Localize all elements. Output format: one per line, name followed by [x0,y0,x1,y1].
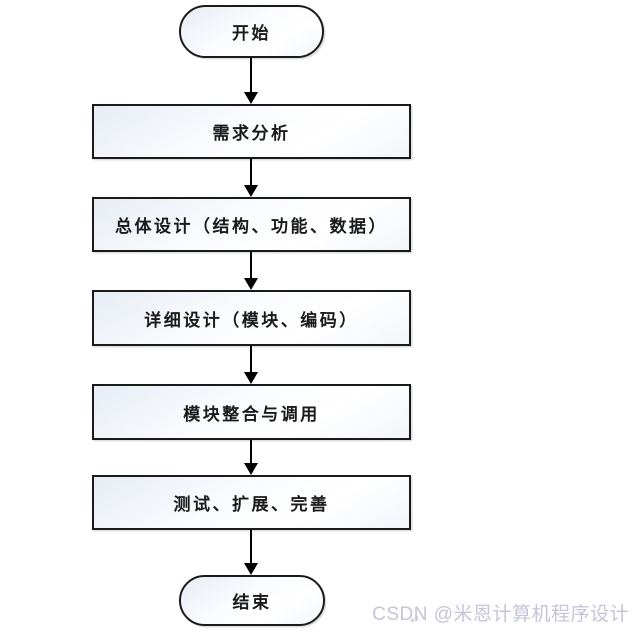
flowchart-node-end: 结束 [179,575,325,626]
node-label-module-integration: 模块整合与调用 [183,404,320,424]
arrow-head-icon [244,278,258,290]
flowchart-node-start: 开始 [179,5,324,58]
flowchart-node-detailed-design: 详细设计（模块、编码） [92,290,411,346]
flow-arrow-testing-to-end [244,530,258,575]
arrow-shaft [250,252,252,280]
arrow-shaft [250,58,252,94]
node-label-end: 结束 [232,593,272,612]
arrow-shaft [250,159,252,187]
node-label-overall-design: 总体设计（结构、功能、数据） [115,217,388,236]
arrow-shaft [250,440,252,465]
arrow-head-icon [244,463,258,475]
arrow-head-icon [244,563,258,575]
arrow-shaft [250,530,252,565]
flow-arrow-start-to-requirements [244,58,258,104]
flow-arrow-requirements-to-overall-design [244,159,258,197]
flowchart-node-testing: 测试、扩展、完善 [92,475,411,530]
flowchart-node-overall-design: 总体设计（结构、功能、数据） [92,197,411,252]
node-label-detailed-design: 详细设计（模块、编码） [144,310,359,330]
flowchart-node-requirements: 需求分析 [92,104,411,159]
node-label-requirements: 需求分析 [212,124,291,143]
arrow-shaft [250,346,252,374]
arrow-head-icon [244,372,258,384]
flow-arrow-module-integration-to-testing [244,440,258,475]
arrow-head-icon [244,92,258,104]
node-label-start: 开始 [232,24,271,43]
node-label-testing: 测试、扩展、完善 [173,495,330,514]
arrow-head-icon [244,185,258,197]
paragraph-mark-icon: ↵ [410,613,421,627]
csdn-watermark: CSDN @米恩计算机程序设计 [372,604,629,625]
flow-arrow-detailed-design-to-module-integration [244,346,258,384]
flowchart-node-module-integration: 模块整合与调用 [92,384,411,440]
flow-arrow-overall-design-to-detailed-design [244,252,258,290]
